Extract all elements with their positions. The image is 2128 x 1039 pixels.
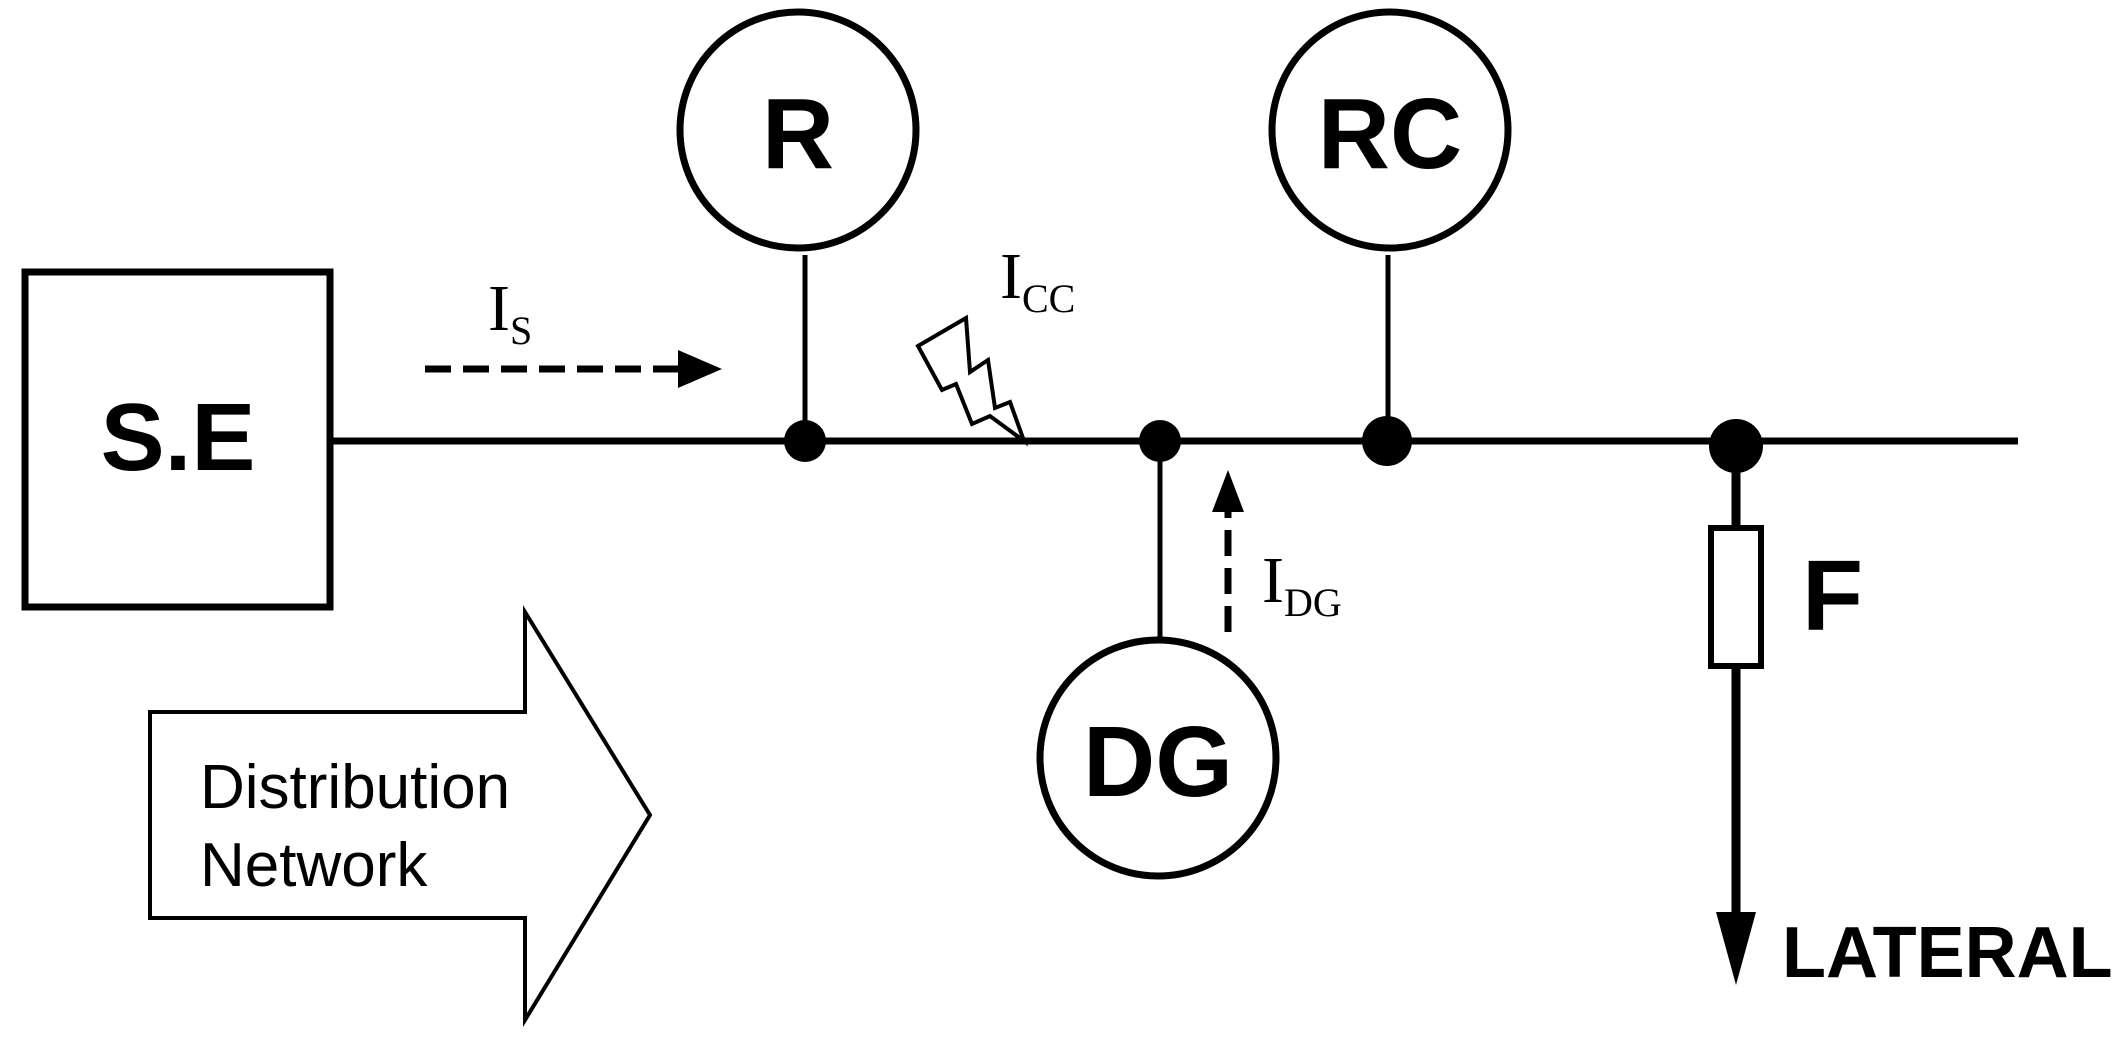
dg-current-arrow: IDG (1212, 470, 1342, 632)
fault-indicator: ICC (915, 240, 1075, 447)
recloser-circle (1268, 8, 1512, 252)
lateral-arrowhead (1716, 912, 1756, 985)
substation-block: S.E (21, 268, 334, 611)
substation-label: S.E (101, 384, 256, 491)
dg-label: DG (1083, 706, 1233, 818)
distribution-network-arrow: Distribution Network (148, 604, 653, 1028)
block-arrow-shape (148, 604, 653, 1028)
dg-junction-dot (1139, 420, 1181, 462)
relay-label: R (762, 78, 834, 190)
dg-current-arrowhead (1212, 470, 1244, 512)
network-arrow-line2: Network (200, 831, 428, 900)
lightning-icon (915, 314, 1029, 447)
recloser-node: RC (1268, 8, 1512, 466)
fuse-symbol (1708, 525, 1764, 669)
relay-node: R (676, 8, 920, 462)
source-current-arrowhead (678, 350, 722, 388)
fuse-label: F (1802, 540, 1863, 652)
recloser-junction-dot (1362, 416, 1412, 466)
network-arrow-line1: Distribution (200, 753, 510, 822)
source-current-arrow: IS (425, 272, 722, 388)
dg-current-label: IDG (1262, 544, 1342, 625)
relay-junction-dot (784, 420, 826, 462)
dg-circle (1036, 636, 1280, 880)
relay-circle (676, 8, 920, 252)
substation-box (21, 268, 334, 611)
lateral-branch: F LATERAL (1708, 419, 2113, 993)
fault-current-label: ICC (1000, 240, 1075, 321)
source-current-label: IS (488, 272, 532, 353)
dg-node: DG (1036, 420, 1280, 880)
recloser-label: RC (1318, 78, 1462, 190)
lateral-label: LATERAL (1782, 913, 2113, 993)
